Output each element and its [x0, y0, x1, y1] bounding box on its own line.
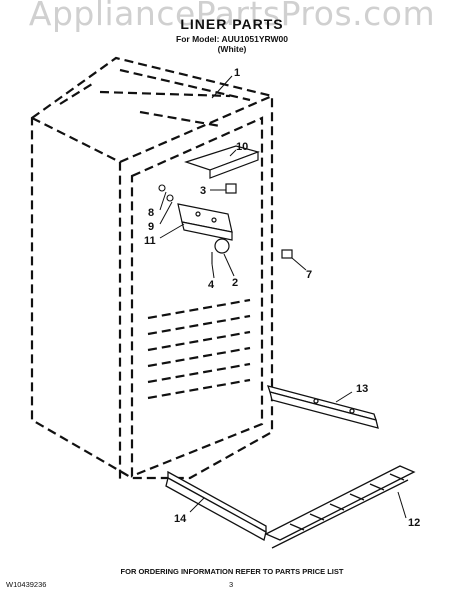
screws — [158, 184, 213, 264]
color-line: (White) — [217, 44, 247, 54]
cabinet-liner — [30, 56, 274, 480]
watermark: AppliancePartsPros.com — [28, 0, 436, 33]
callout-2: 2 — [232, 277, 238, 289]
callout-11: 11 — [144, 235, 156, 247]
leader-lines — [159, 75, 407, 519]
lamp-bracket — [177, 203, 233, 241]
page-number: 3 — [229, 580, 234, 589]
plug — [281, 249, 293, 259]
callout-12: 12 — [408, 517, 420, 529]
ordering-note: FOR ORDERING INFORMATION REFER TO PARTS … — [120, 567, 344, 576]
callout-14: 14 — [174, 513, 187, 525]
model-line: For Model: AUU1051YRW00 — [176, 34, 288, 44]
shelf-rail-left — [165, 470, 267, 541]
callout-13: 13 — [356, 383, 368, 395]
wire-shelf — [264, 465, 416, 549]
callout-3: 3 — [200, 185, 206, 197]
callout-9: 9 — [148, 221, 154, 233]
light-bulb — [214, 238, 230, 254]
control-knob — [225, 183, 237, 194]
callout-4: 4 — [208, 279, 215, 291]
document-number: W10439236 — [6, 580, 47, 589]
callout-7: 7 — [306, 269, 312, 281]
callout-8: 8 — [148, 207, 154, 219]
callout-1: 1 — [234, 67, 240, 79]
shelf-rail-right — [267, 385, 379, 429]
control-housing — [184, 145, 260, 179]
diagram-title: LINER PARTS — [180, 16, 284, 32]
callout-10: 10 — [236, 141, 248, 153]
